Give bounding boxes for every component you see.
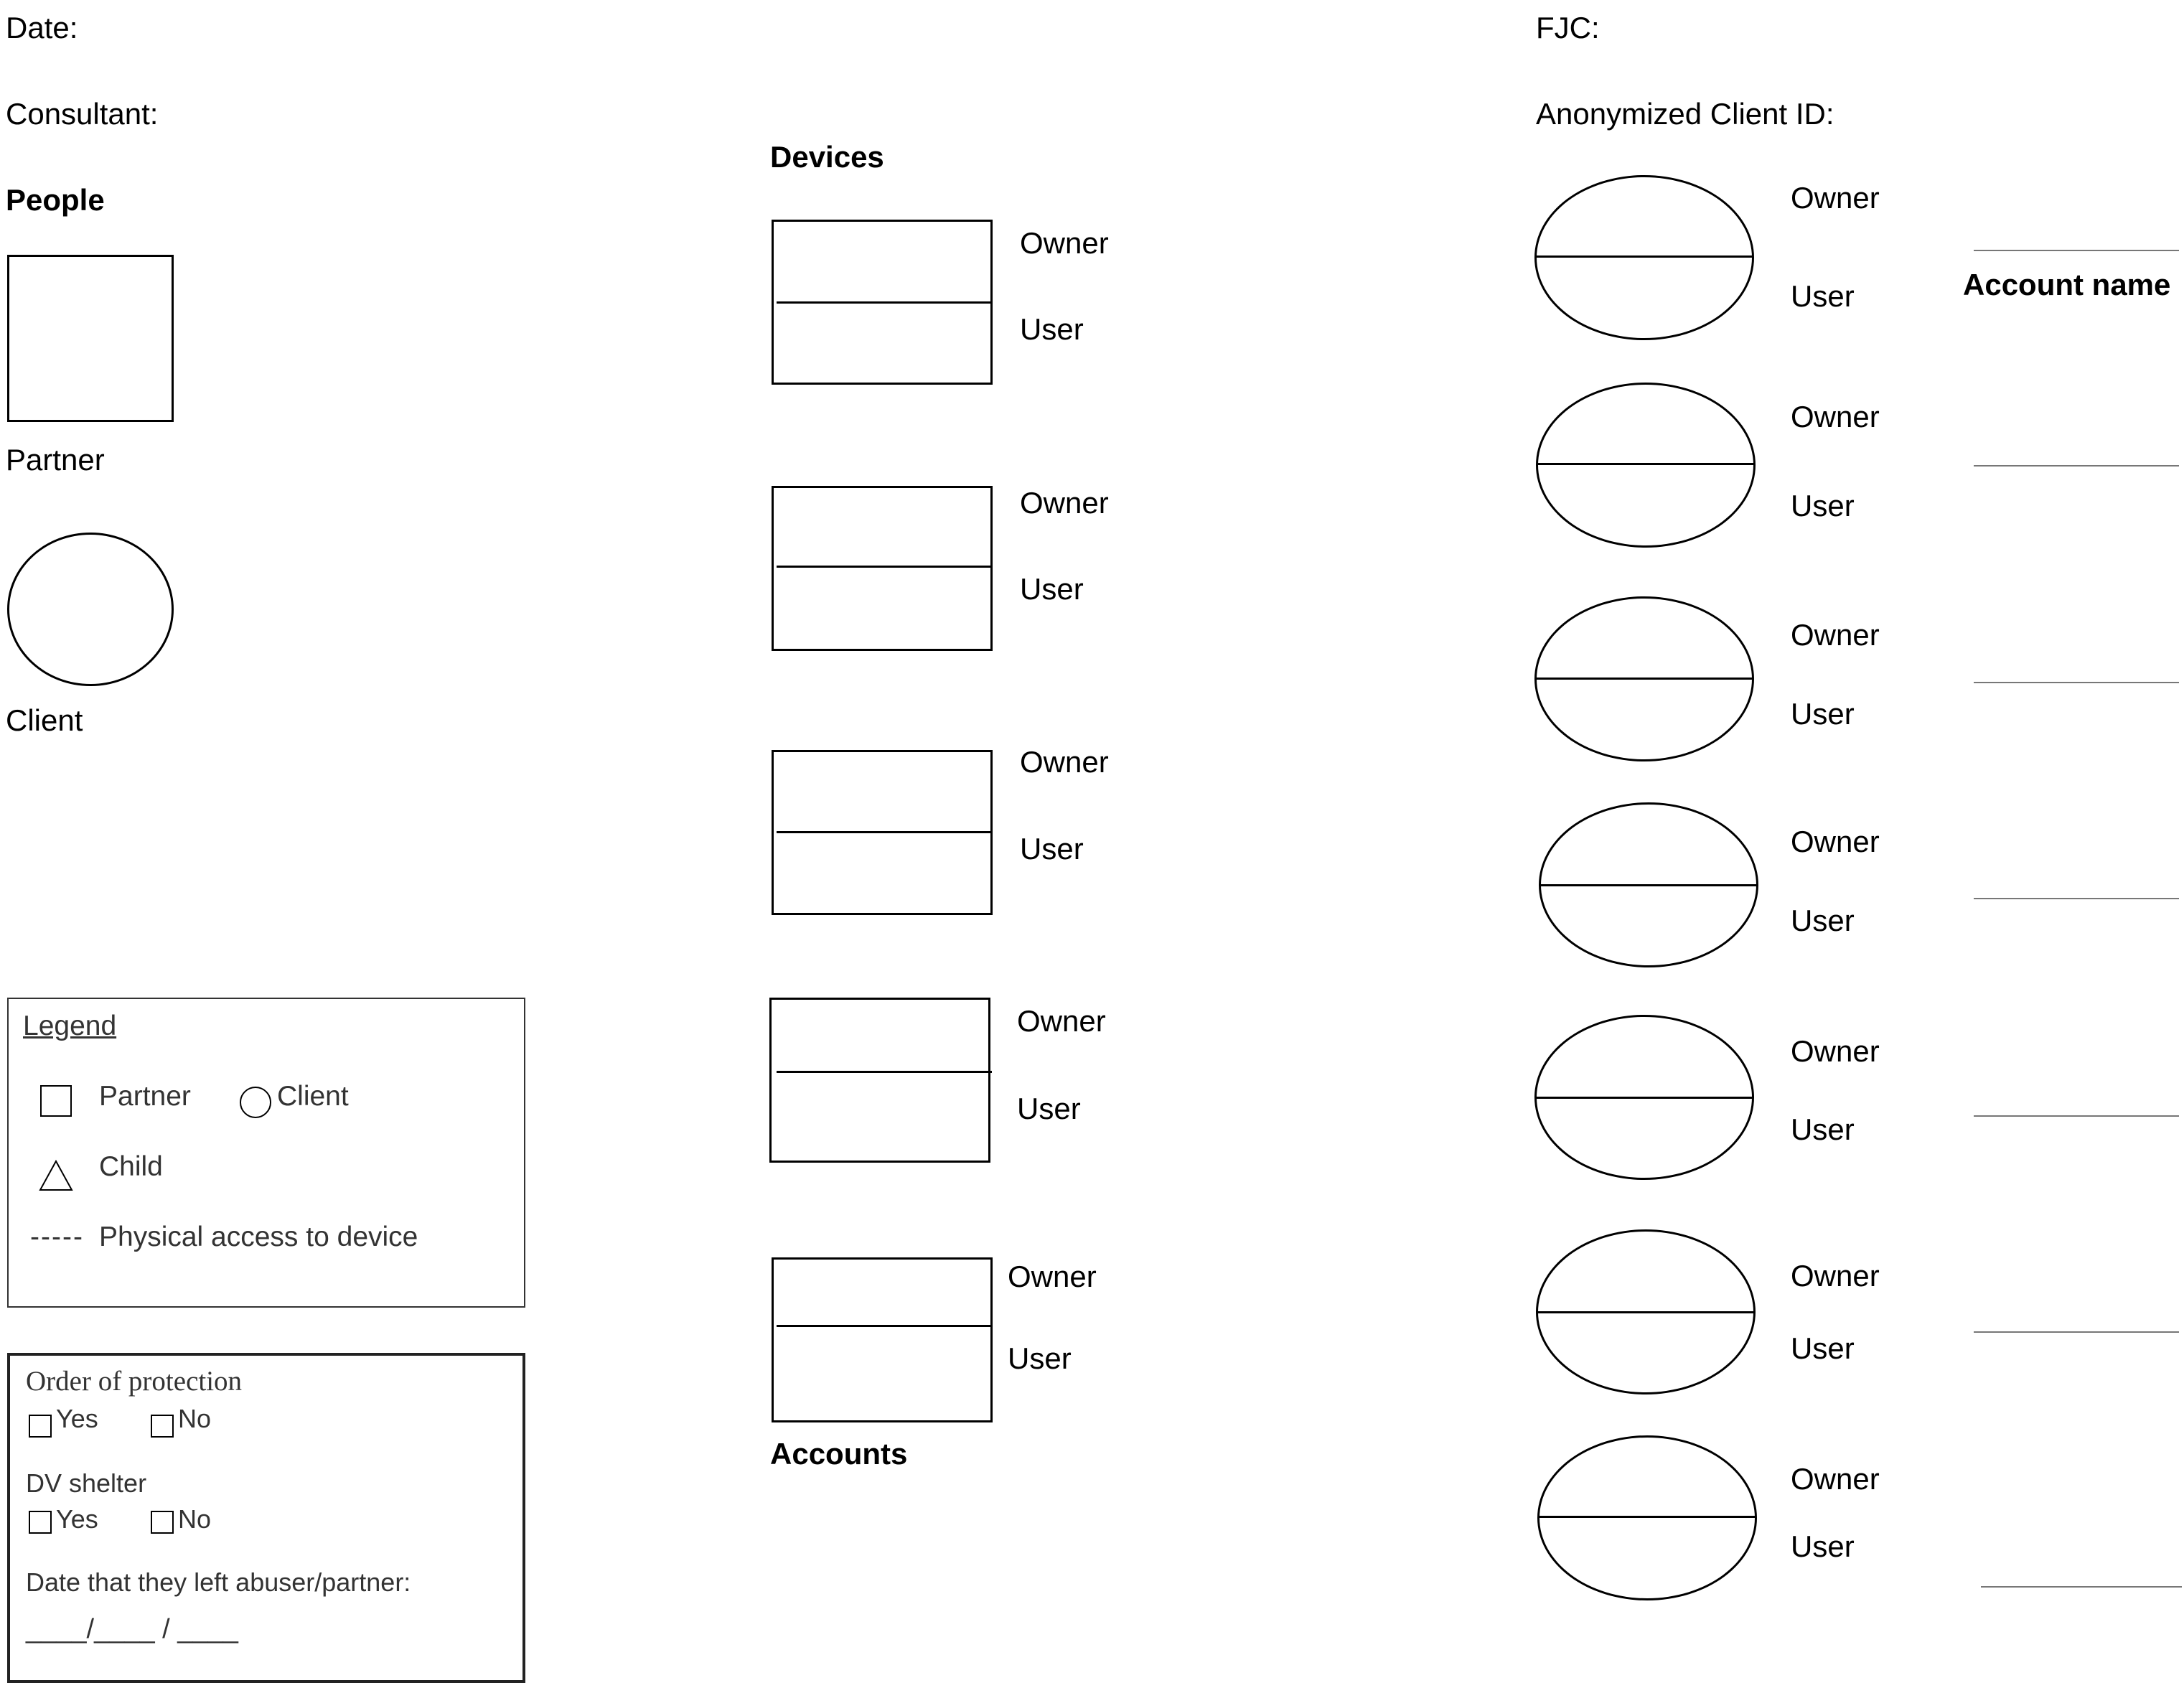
legend-physical-access-label: Physical access to device: [99, 1222, 418, 1252]
legend-title: Legend: [23, 1011, 117, 1041]
account-divider: [1539, 1516, 1756, 1518]
account-owner-label: Owner: [1791, 618, 1880, 652]
account-ellipse: [1537, 1435, 1757, 1600]
account-owner-label: Owner: [1791, 1034, 1880, 1068]
device-box: [772, 1257, 993, 1422]
legend-partner-label: Partner: [99, 1081, 191, 1112]
square-icon: [40, 1085, 72, 1117]
date-label: Date:: [6, 11, 78, 44]
date-left-field[interactable]: ____/____ / ____: [26, 1614, 238, 1644]
shelter-yes-label: Yes: [56, 1504, 98, 1534]
account-divider: [1540, 884, 1757, 886]
account-ellipse: [1536, 383, 1756, 548]
order-no-label: No: [178, 1404, 212, 1433]
account-name-line[interactable]: [1974, 250, 2179, 251]
partner-label: Partner: [6, 443, 105, 477]
client-label: Client: [6, 703, 83, 737]
account-name-line[interactable]: [1974, 682, 2179, 683]
account-user-label: User: [1791, 1331, 1855, 1365]
device-divider: [777, 1071, 992, 1073]
order-of-protection-label: Order of protection: [26, 1366, 243, 1397]
device-owner-label: Owner: [1020, 226, 1109, 260]
shelter-no-checkbox[interactable]: [151, 1511, 174, 1534]
account-user-label: User: [1791, 697, 1855, 731]
account-owner-label: Owner: [1791, 400, 1880, 433]
account-ellipse: [1536, 1229, 1756, 1394]
order-yes-label: Yes: [56, 1404, 98, 1433]
people-title: People: [6, 183, 105, 217]
partner-square-shape: [7, 255, 174, 422]
account-divider: [1537, 1311, 1754, 1313]
account-ellipse: [1534, 175, 1754, 340]
account-name-line[interactable]: [1981, 1586, 2182, 1588]
legend-client-label: Client: [277, 1081, 349, 1112]
account-user-label: User: [1791, 489, 1855, 522]
account-name-line[interactable]: [1974, 898, 2179, 899]
account-divider: [1536, 256, 1753, 258]
circle-icon: [240, 1087, 271, 1118]
device-box: [769, 998, 990, 1163]
client-circle-shape: [7, 533, 174, 686]
device-owner-label: Owner: [1020, 745, 1109, 779]
protection-box: Order of protection Yes No DV shelter Ye…: [7, 1353, 525, 1683]
account-name-line[interactable]: [1974, 1331, 2179, 1333]
device-user-label: User: [1020, 312, 1084, 346]
account-owner-label: Owner: [1791, 825, 1880, 858]
order-no-checkbox[interactable]: [151, 1415, 174, 1438]
device-owner-label: Owner: [1020, 486, 1109, 520]
device-divider: [777, 1325, 992, 1327]
account-divider: [1537, 463, 1754, 465]
account-divider: [1536, 1097, 1753, 1099]
account-ellipse: [1534, 596, 1754, 761]
dv-shelter-label: DV shelter: [26, 1468, 147, 1498]
device-owner-label: Owner: [1017, 1004, 1106, 1038]
device-user-label: User: [1017, 1092, 1081, 1125]
triangle-icon: [39, 1159, 73, 1191]
consultant-label: Consultant:: [6, 97, 159, 131]
account-user-label: User: [1791, 904, 1855, 937]
shelter-no-label: No: [178, 1504, 212, 1534]
accounts-title: Accounts: [770, 1437, 908, 1471]
account-name-line[interactable]: [1974, 465, 2179, 467]
legend-box: Legend Partner Client Child ----- Physic…: [7, 998, 525, 1308]
account-user-label: User: [1791, 1112, 1855, 1146]
account-user-label: User: [1791, 279, 1855, 313]
dashed-line-icon: -----: [30, 1222, 84, 1252]
legend-child-label: Child: [99, 1151, 163, 1182]
account-owner-label: Owner: [1791, 1259, 1880, 1293]
account-owner-label: Owner: [1791, 1462, 1880, 1496]
account-owner-label: Owner: [1791, 181, 1880, 215]
account-name-line[interactable]: [1974, 1115, 2179, 1117]
account-ellipse: [1534, 1015, 1754, 1180]
device-user-label: User: [1008, 1341, 1072, 1375]
device-divider: [777, 831, 992, 833]
fjc-label: FJC:: [1536, 11, 1600, 44]
device-divider: [777, 566, 992, 568]
account-divider: [1536, 678, 1753, 680]
client-id-label: Anonymized Client ID:: [1536, 97, 1834, 131]
device-owner-label: Owner: [1008, 1260, 1097, 1293]
date-left-label: Date that they left abuser/partner:: [26, 1567, 411, 1597]
device-divider: [777, 301, 992, 304]
devices-title: Devices: [770, 140, 884, 174]
device-box: [772, 486, 993, 651]
shelter-yes-checkbox[interactable]: [29, 1511, 52, 1534]
device-user-label: User: [1020, 832, 1084, 866]
account-user-label: User: [1791, 1529, 1855, 1563]
device-user-label: User: [1020, 572, 1084, 606]
account-name-label: Account name: [1963, 268, 2171, 301]
order-yes-checkbox[interactable]: [29, 1415, 52, 1438]
account-ellipse: [1539, 802, 1758, 967]
